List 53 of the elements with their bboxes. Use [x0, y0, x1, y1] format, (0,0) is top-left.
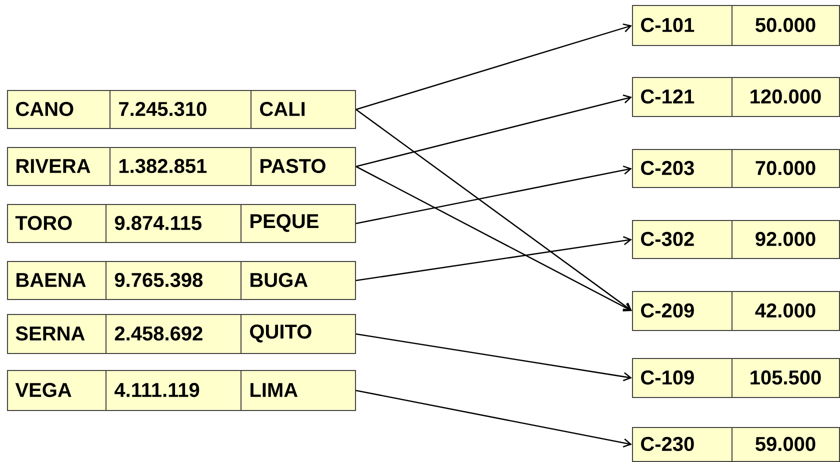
field-value: LIMA	[250, 383, 298, 397]
field-value: 7.245.310	[119, 102, 206, 116]
arrow	[356, 23, 632, 110]
field-value: 59.000	[756, 436, 816, 452]
field-value: CANO	[16, 102, 74, 116]
arrow	[356, 236, 632, 282]
arrow	[356, 390, 632, 448]
record-row	[7, 90, 356, 129]
field-value: 9.874.115	[114, 216, 202, 230]
record-row	[632, 148, 840, 188]
record-row	[7, 314, 356, 354]
record-row	[632, 4, 840, 46]
field-value: 2.458.692	[114, 326, 202, 341]
arrow	[356, 166, 632, 224]
field-value: C-209	[641, 303, 694, 318]
field-value: QUITO	[250, 324, 312, 342]
record-row	[7, 260, 356, 300]
field-value: 4.111.119	[114, 382, 200, 398]
field-value: C-109	[641, 370, 694, 385]
record-row	[632, 220, 840, 259]
field-value: 120.000	[750, 89, 821, 104]
record-row	[7, 204, 356, 243]
field-value: C-101	[641, 18, 694, 32]
field-value: VEGA	[15, 382, 72, 398]
field-value: 92.000	[756, 232, 816, 246]
field-value: 9.765.398	[114, 272, 203, 288]
arrow	[356, 108, 632, 311]
record-row	[7, 146, 356, 186]
field-value: 50.000	[756, 18, 816, 32]
arrow	[356, 333, 632, 382]
field-value: PASTO	[260, 158, 326, 174]
field-value: 70.000	[756, 160, 816, 176]
record-row	[632, 358, 840, 398]
field-value: C-121	[641, 89, 694, 104]
record-row	[632, 290, 840, 331]
field-value: C-203	[641, 160, 694, 176]
field-value: TORO	[15, 216, 72, 230]
record-row	[632, 76, 840, 117]
field-value: 105.500	[750, 370, 821, 385]
field-value: 42.000	[755, 303, 816, 318]
arrow	[356, 166, 632, 312]
field-value: CALI	[260, 102, 305, 116]
field-value: BAENA	[16, 273, 86, 287]
field-value: C-230	[641, 436, 694, 452]
record-row	[7, 370, 356, 411]
arrow	[356, 94, 632, 168]
field-value: BUGA	[250, 272, 308, 288]
field-value: 1.382.851	[119, 158, 207, 174]
field-value: RIVERA	[16, 159, 90, 173]
field-value: PEQUE	[250, 214, 318, 232]
field-value: C-302	[641, 232, 694, 246]
record-row	[632, 426, 840, 462]
field-value: SERNA	[16, 326, 85, 341]
